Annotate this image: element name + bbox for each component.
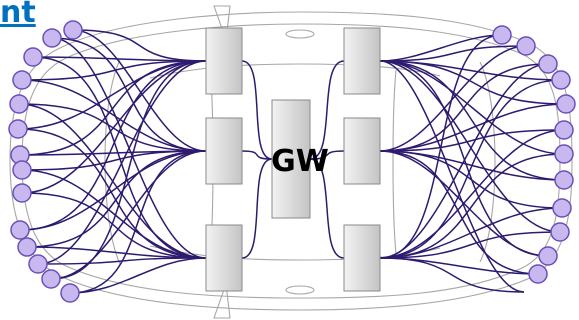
wire (309, 150, 345, 160)
wire (379, 34, 503, 62)
wire (50, 150, 207, 280)
sensor-group (8, 20, 576, 303)
wire (21, 150, 207, 171)
wire (37, 60, 207, 265)
wire (379, 63, 549, 259)
wire (379, 60, 565, 181)
sensor-node-right (552, 198, 572, 218)
wire (379, 60, 525, 293)
wire (379, 231, 561, 259)
sensor-node-left (12, 183, 32, 203)
wire (19, 60, 207, 156)
ecu-right-bottom (343, 224, 381, 292)
wire (379, 60, 565, 155)
ecu-left-middle (205, 117, 243, 185)
wire (19, 150, 207, 231)
slide-heading-fragment: nt (0, 0, 36, 30)
car-outline (9, 5, 573, 319)
sensor-node-right (550, 222, 570, 242)
sensor-node-left (60, 283, 80, 303)
wire (379, 79, 562, 259)
sensor-node-right (554, 144, 574, 164)
ecu-left-top (205, 27, 243, 95)
wire (379, 45, 527, 62)
sensor-node-left (17, 237, 37, 257)
sensor-node-right (554, 170, 574, 190)
wire (26, 150, 207, 248)
wire (379, 103, 567, 152)
sensor-node-right (528, 264, 548, 284)
wire (379, 60, 549, 257)
wire (17, 128, 207, 259)
wire (21, 60, 207, 194)
wire (21, 192, 207, 259)
sensor-node-right (492, 25, 512, 45)
wire (379, 34, 503, 259)
wire (241, 150, 273, 160)
gateway-label: GW (271, 144, 329, 179)
wire (19, 60, 207, 231)
wire (72, 29, 207, 62)
sensor-node-right (554, 120, 574, 140)
wire (379, 129, 565, 259)
sensor-node-left (42, 28, 62, 48)
wire (379, 60, 567, 105)
sensor-node-left (63, 20, 83, 40)
wire (32, 56, 207, 259)
wire (69, 257, 207, 294)
sensor-node-left (28, 254, 48, 274)
sensor-node-right (538, 54, 558, 74)
sensor-node-right (556, 94, 576, 114)
wire (50, 60, 207, 280)
wire (72, 29, 207, 152)
wire (241, 60, 273, 160)
wire (51, 37, 207, 152)
ecu-left-bottom (205, 224, 243, 292)
wire (69, 150, 207, 294)
wiring-harness (17, 29, 567, 294)
sensor-node-left (12, 70, 32, 90)
sensor-node-left (23, 47, 43, 67)
wire (379, 153, 565, 259)
ecu-group (205, 27, 381, 292)
wire (379, 45, 527, 152)
sensor-node-left (8, 119, 28, 139)
sensor-node-right (538, 246, 558, 266)
ecu-right-top (343, 27, 381, 95)
sensor-node-right (516, 36, 536, 56)
wire (379, 150, 549, 257)
gateway-box: GW (271, 99, 329, 219)
ecu-right-middle (343, 117, 381, 185)
wire (379, 257, 525, 293)
wire (21, 60, 207, 81)
wire (379, 60, 561, 233)
wire (309, 60, 345, 160)
wire (21, 79, 207, 152)
wire (379, 150, 539, 275)
wire (309, 158, 345, 259)
wire (241, 158, 273, 259)
sensor-node-left (10, 220, 30, 240)
sensor-node-left (41, 269, 61, 289)
sensor-node-left (12, 160, 32, 180)
sensor-node-left (9, 94, 29, 114)
sensor-node-right (551, 70, 571, 90)
wire (21, 169, 207, 259)
wire (379, 129, 565, 152)
wire (18, 103, 207, 152)
